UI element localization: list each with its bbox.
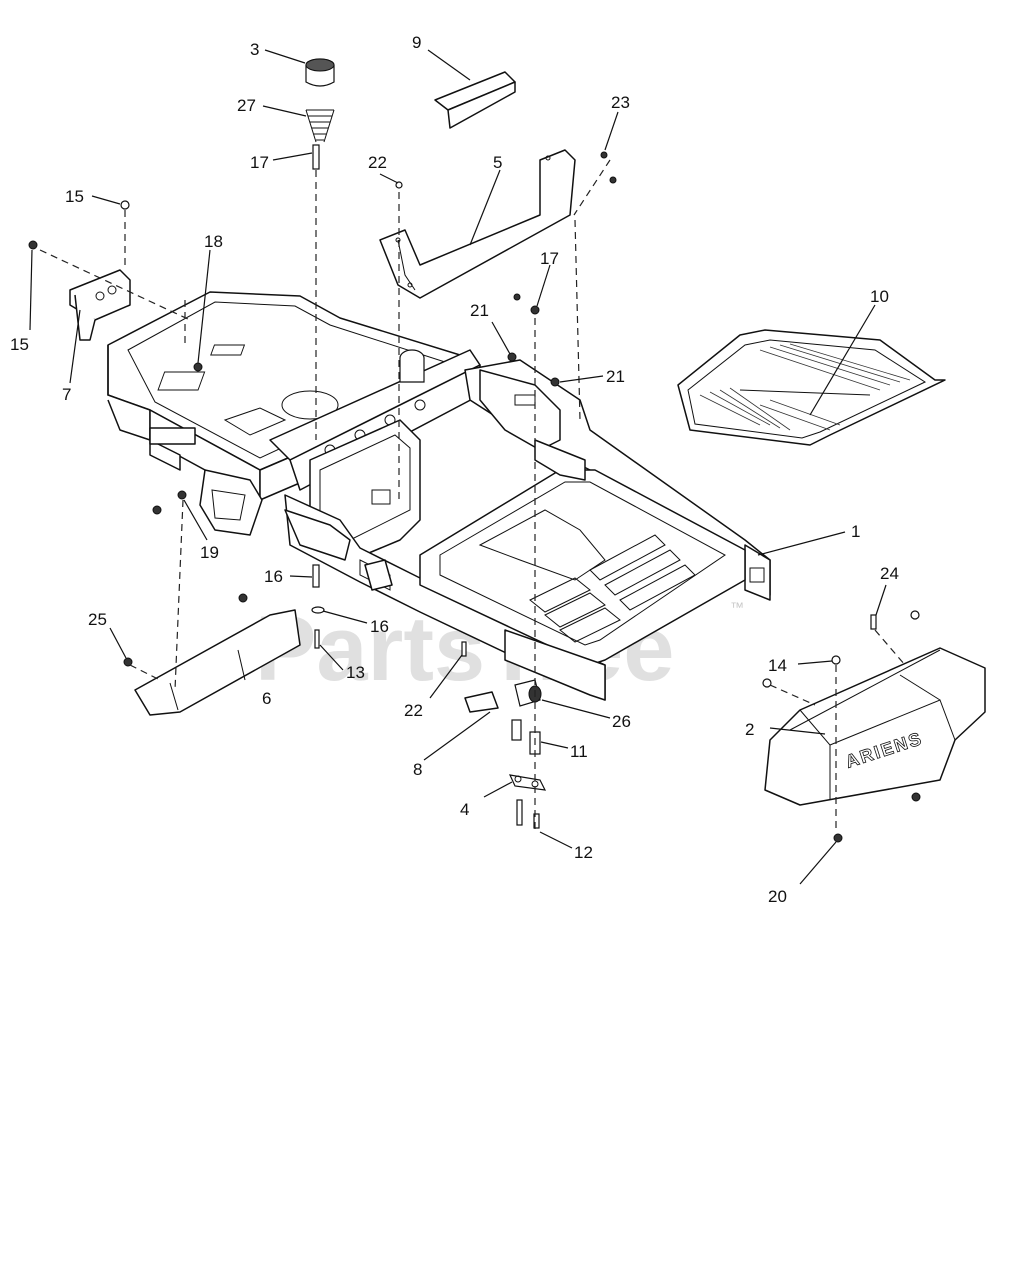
callout-labels: 3 27 17 9 22 5 23 15 15 7 18 17 21 21 10…: [10, 33, 899, 906]
part-10-floor-mat: [677, 329, 946, 446]
callout-22-lower: 22: [404, 701, 423, 720]
callout-19-lower: 19: [200, 543, 219, 562]
callout-22-upper: 22: [368, 153, 387, 172]
callout-7: 7: [62, 385, 71, 404]
callout-18: 17: [540, 249, 559, 268]
callout-1: 1: [851, 522, 860, 541]
callout-23: 23: [611, 93, 630, 112]
alignment-lines: [39, 159, 906, 830]
part-12-bolt: [516, 799, 540, 829]
callout-3: 3: [250, 40, 259, 59]
part-8-plate: [464, 691, 499, 713]
watermark-trademark: ™: [730, 599, 744, 615]
callout-25: 25: [88, 610, 107, 629]
part-9-angle: [434, 71, 516, 129]
callout-11: 11: [570, 742, 588, 761]
main-frame: [107, 291, 771, 701]
callout-21-upper: 21: [470, 301, 489, 320]
callout-16: 16: [370, 617, 389, 636]
callout-17-upper: 17: [250, 153, 269, 172]
hardware-fasteners: [28, 151, 921, 843]
part-7-bracket: [69, 269, 131, 341]
callout-9: 9: [412, 33, 421, 52]
callout-13: 13: [346, 663, 365, 682]
callout-20: 20: [768, 887, 787, 906]
callout-8: 8: [413, 760, 422, 779]
callout-26: 26: [612, 712, 631, 731]
callout-14: 14: [768, 656, 787, 675]
part-26-bushing: [514, 679, 542, 707]
part-4-link: [508, 774, 547, 791]
part-17-pin-upper: [312, 144, 320, 170]
callout-5: 5: [493, 153, 502, 172]
callout-12: 12: [574, 843, 593, 862]
part-2-front-cover: ARIENS: [764, 647, 986, 806]
callout-4: 4: [460, 800, 469, 819]
callout-21-right: 21: [606, 367, 625, 386]
callout-15-upper: 15: [65, 187, 84, 206]
callout-19-upper: 18: [204, 232, 223, 251]
part-5-plate: [379, 149, 576, 299]
callout-2: 2: [745, 720, 754, 739]
part-3-bumper: [305, 58, 335, 87]
callout-6: 6: [262, 689, 271, 708]
part-11-spacer: [511, 719, 541, 755]
callout-24: 24: [880, 564, 899, 583]
part-6-panel: [134, 609, 301, 716]
callout-15-lower: 15: [10, 335, 29, 354]
callout-10: 10: [870, 287, 889, 306]
part-27-spring: [305, 109, 335, 143]
leader-lines: [29, 49, 887, 885]
callout-27: 27: [237, 96, 256, 115]
callout-17-lower: 16: [264, 567, 283, 586]
